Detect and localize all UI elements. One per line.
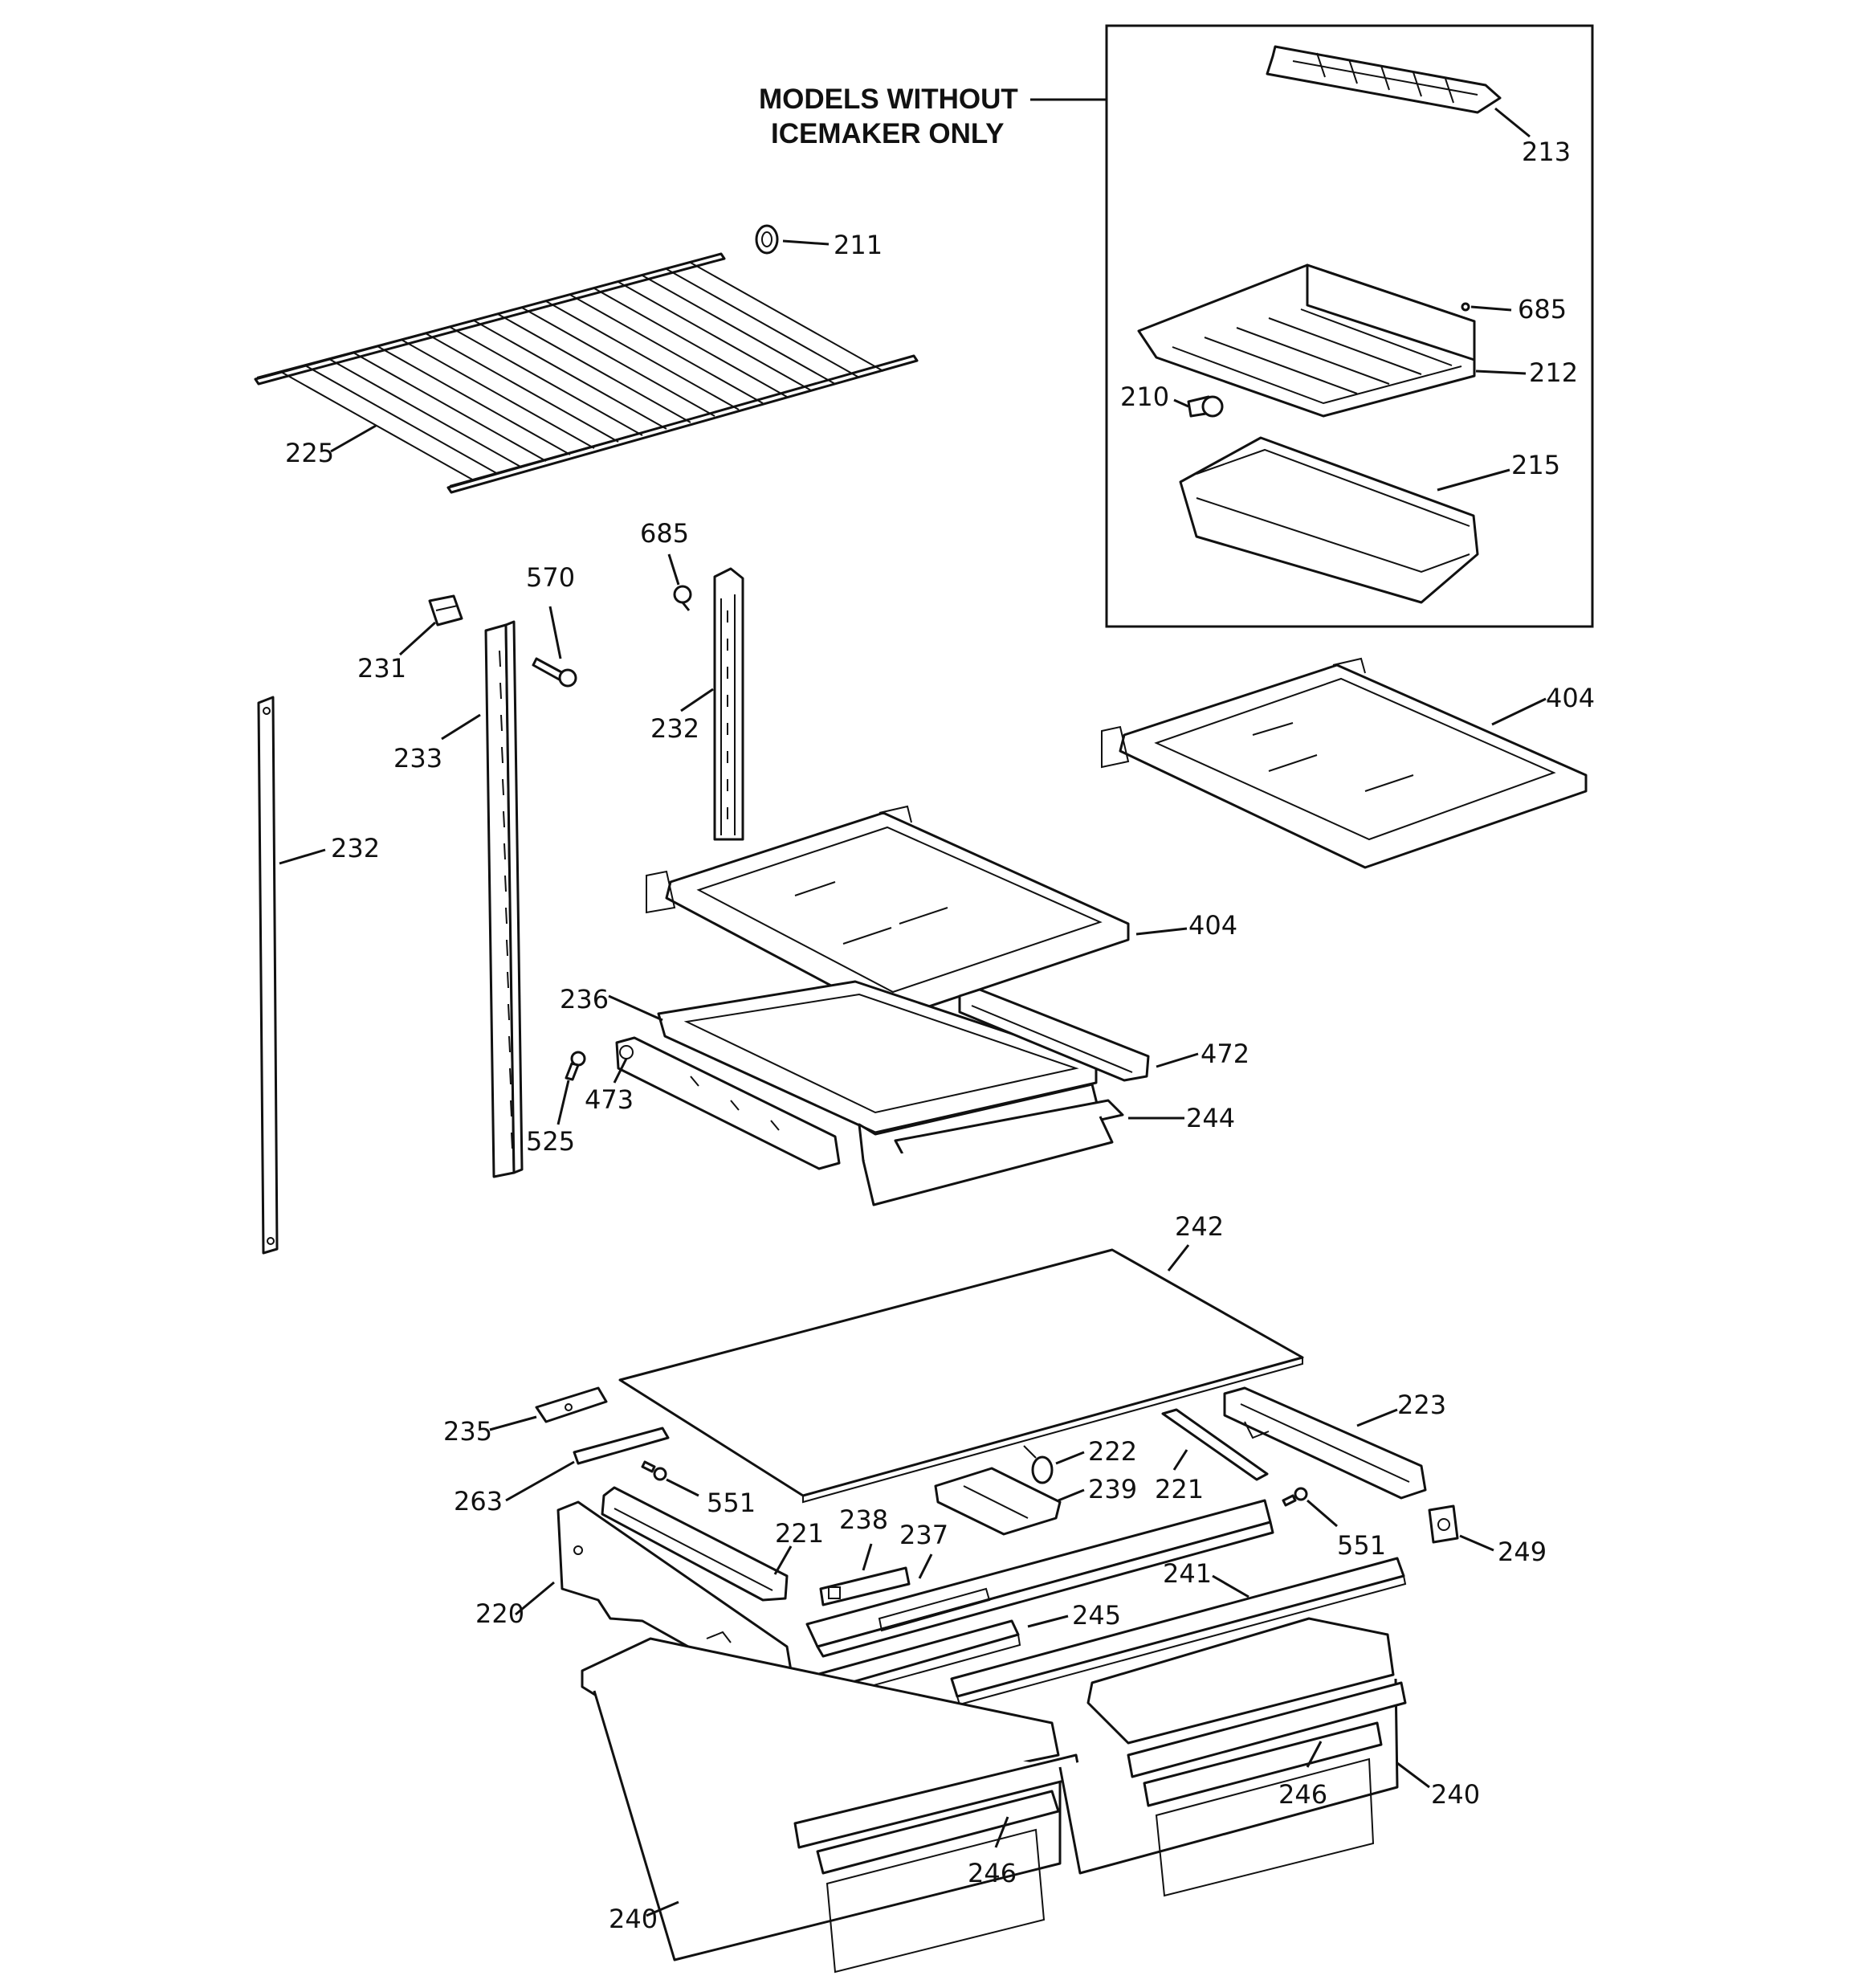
part-551-screw-left bbox=[641, 1460, 667, 1481]
callout-685-upper: 685 bbox=[1518, 294, 1567, 325]
callout-685-lower: 685 bbox=[640, 518, 689, 549]
callout-220: 220 bbox=[475, 1598, 524, 1629]
note-line-2: ICEMAKER ONLY bbox=[771, 118, 1004, 149]
callout-211: 211 bbox=[834, 230, 883, 260]
part-236-pan bbox=[657, 980, 1124, 1206]
part-223-support bbox=[1223, 1386, 1427, 1500]
part-240-drawer-right bbox=[1058, 1617, 1407, 1897]
part-213-ice-tray bbox=[1266, 45, 1502, 114]
callout-246-right: 246 bbox=[1278, 1779, 1327, 1810]
part-570-screw bbox=[532, 657, 577, 688]
callout-242: 242 bbox=[1175, 1211, 1224, 1242]
part-233-rail bbox=[484, 620, 524, 1178]
callout-244: 244 bbox=[1186, 1103, 1235, 1133]
part-238-tag bbox=[819, 1566, 911, 1606]
part-232-rail-left bbox=[257, 696, 279, 1255]
part-221-rail-right bbox=[1161, 1408, 1269, 1481]
callout-241: 241 bbox=[1163, 1558, 1212, 1589]
callout-404-right: 404 bbox=[1546, 683, 1595, 713]
part-685-screw bbox=[673, 585, 692, 611]
callout-232-left: 232 bbox=[331, 833, 380, 863]
callout-221-center: 221 bbox=[775, 1518, 824, 1549]
inset-frame bbox=[1105, 24, 1594, 628]
part-551-screw-right bbox=[1282, 1487, 1308, 1507]
part-215-ice-bin bbox=[1179, 436, 1479, 604]
part-263-rail bbox=[573, 1427, 670, 1465]
callout-237: 237 bbox=[899, 1520, 948, 1550]
part-235-clip bbox=[535, 1386, 608, 1423]
callout-221-right: 221 bbox=[1155, 1474, 1204, 1504]
callout-246-left: 246 bbox=[968, 1858, 1017, 1888]
callout-223: 223 bbox=[1397, 1390, 1446, 1420]
part-240-drawer-left bbox=[581, 1637, 1082, 1974]
part-211-grommet bbox=[755, 224, 779, 255]
callout-222: 222 bbox=[1088, 1436, 1137, 1467]
part-404-shelf-center bbox=[646, 805, 1130, 1020]
part-249-clip bbox=[1428, 1504, 1459, 1544]
part-525-screw bbox=[565, 1051, 586, 1081]
callout-240-left: 240 bbox=[609, 1904, 658, 1934]
callout-249: 249 bbox=[1498, 1537, 1547, 1567]
part-212-ice-rack bbox=[1137, 263, 1476, 418]
callout-263: 263 bbox=[454, 1486, 503, 1517]
part-232-rail-right bbox=[713, 567, 744, 841]
callout-235: 235 bbox=[443, 1416, 492, 1447]
callout-240-right: 240 bbox=[1431, 1779, 1480, 1810]
callout-231: 231 bbox=[357, 653, 406, 684]
callout-238: 238 bbox=[839, 1504, 888, 1535]
callout-233: 233 bbox=[393, 743, 442, 774]
part-221-rail-center bbox=[601, 1486, 789, 1602]
callout-245: 245 bbox=[1072, 1600, 1121, 1631]
callout-570: 570 bbox=[526, 562, 575, 593]
part-222-cam bbox=[1023, 1445, 1054, 1484]
part-225-wire-shelf bbox=[254, 252, 919, 494]
part-210-pin bbox=[1187, 395, 1224, 418]
part-242-glass bbox=[618, 1248, 1304, 1504]
callout-472: 472 bbox=[1201, 1039, 1249, 1069]
note-line-1: MODELS WITHOUT bbox=[759, 84, 1018, 115]
callout-213: 213 bbox=[1522, 137, 1571, 167]
callout-239: 239 bbox=[1088, 1474, 1137, 1504]
callout-232-upper: 232 bbox=[650, 713, 699, 744]
callout-473: 473 bbox=[585, 1084, 634, 1115]
callout-525: 525 bbox=[526, 1126, 575, 1157]
callout-551-right: 551 bbox=[1337, 1530, 1386, 1561]
part-472-slide bbox=[958, 988, 1150, 1082]
callout-236: 236 bbox=[560, 984, 609, 1014]
part-237-rail bbox=[805, 1499, 1274, 1658]
part-231-clip bbox=[428, 594, 463, 627]
part-404-shelf-right bbox=[1101, 657, 1588, 869]
callout-551-left: 551 bbox=[707, 1488, 756, 1518]
callout-212: 212 bbox=[1529, 357, 1578, 388]
part-241-rail bbox=[950, 1557, 1407, 1706]
callout-225: 225 bbox=[285, 438, 334, 468]
part-239-bracket bbox=[934, 1467, 1062, 1536]
callout-210: 210 bbox=[1120, 382, 1169, 412]
callout-404-center: 404 bbox=[1188, 910, 1237, 941]
callout-215: 215 bbox=[1511, 450, 1560, 480]
